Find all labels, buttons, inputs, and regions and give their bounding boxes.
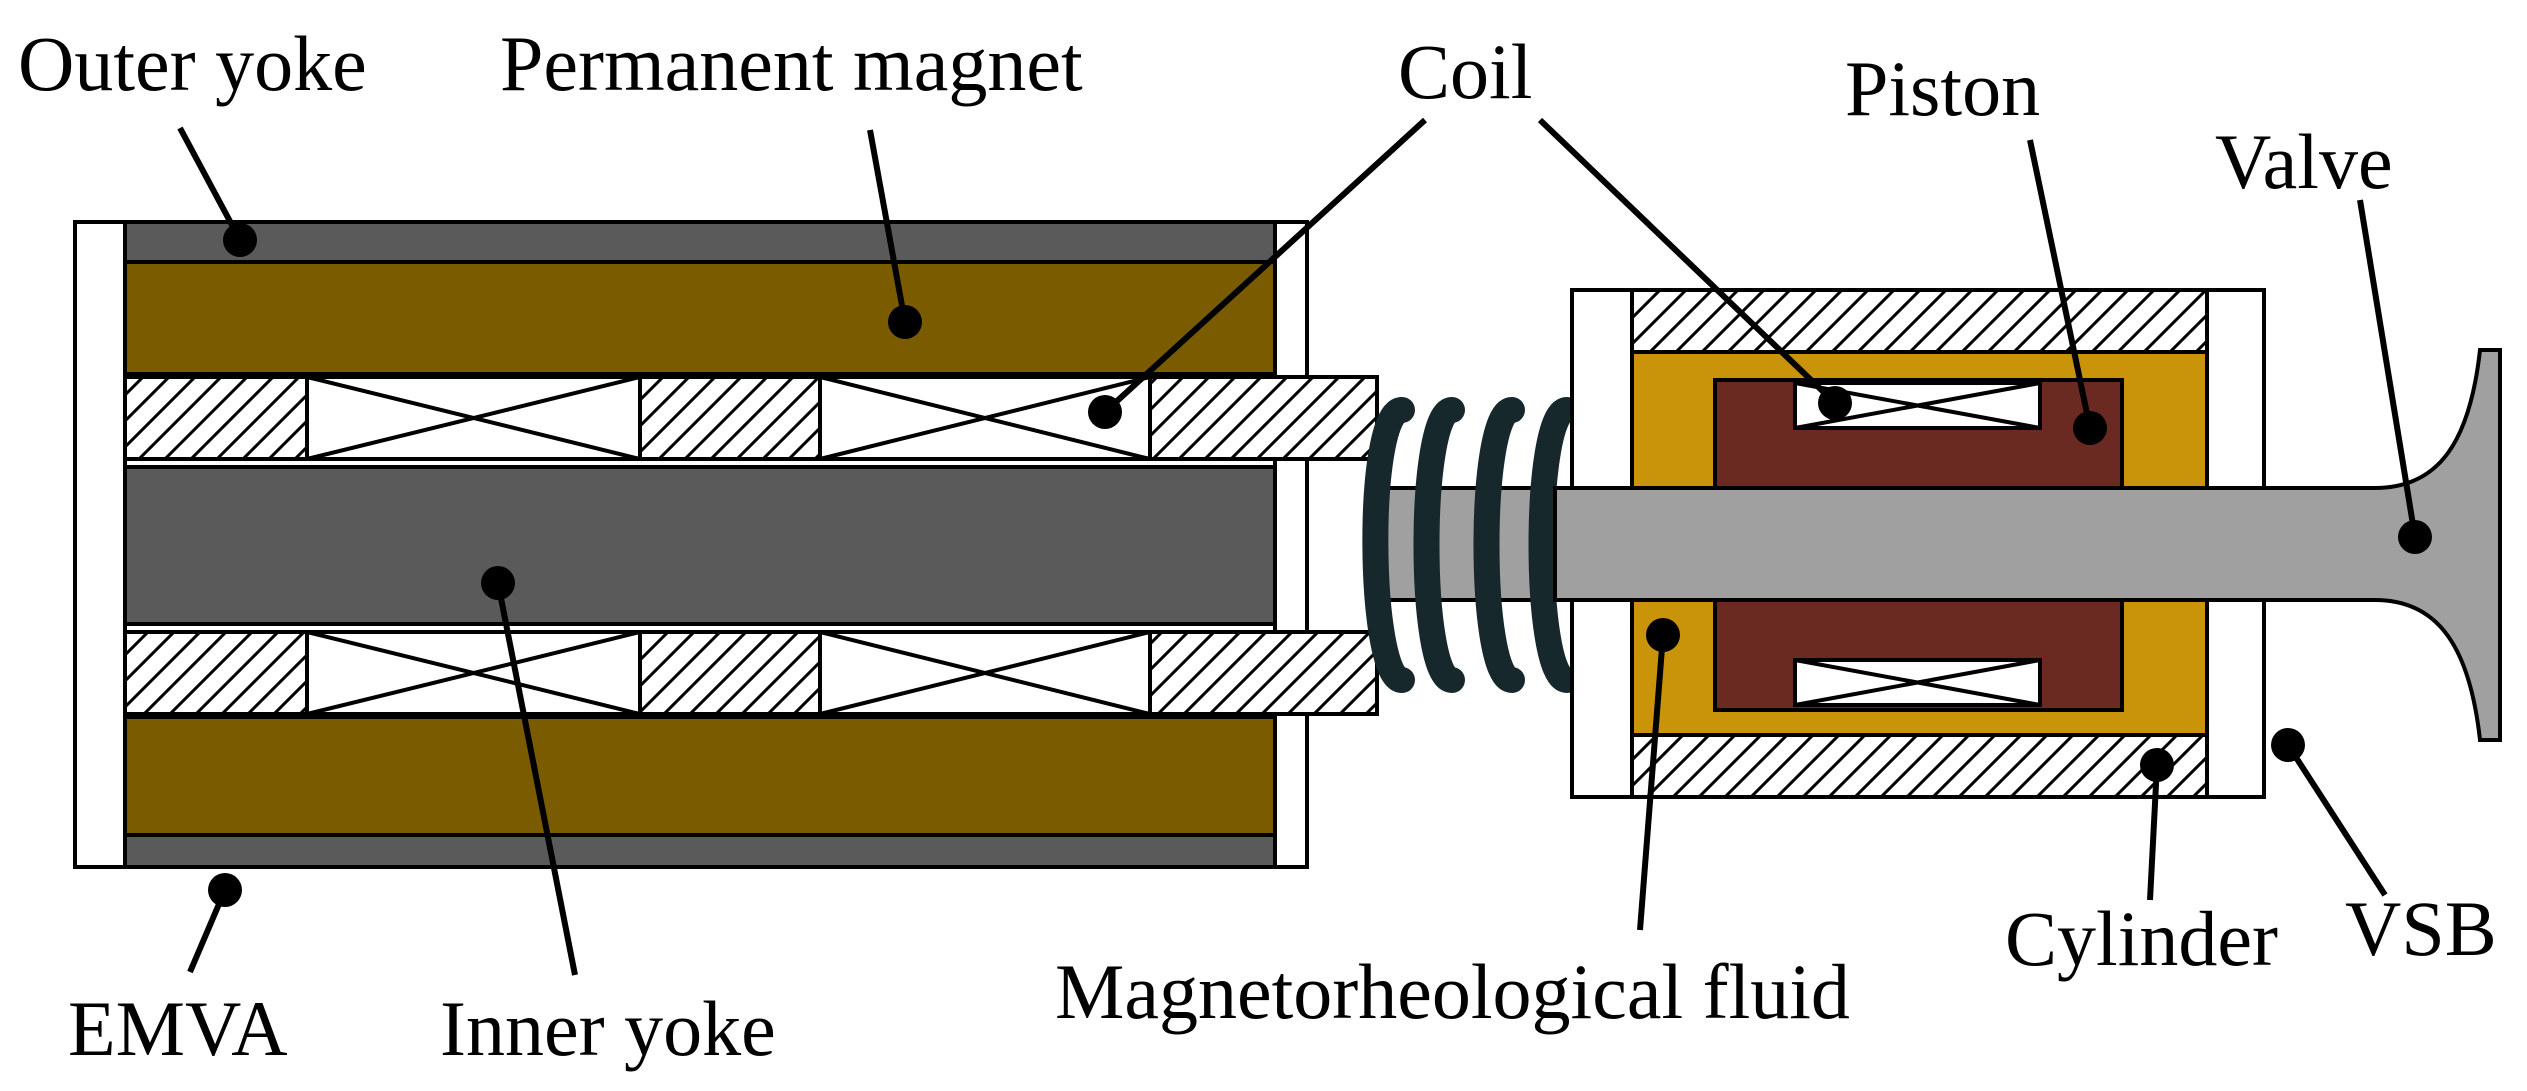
leader-dot-valve — [2398, 520, 2432, 554]
inner-yoke — [123, 465, 1277, 626]
coil-row-bottom — [123, 630, 1379, 716]
leader-dot-inner-yoke — [481, 566, 515, 600]
label-inner-yoke: Inner yoke — [440, 985, 776, 1072]
spring-coil — [1362, 397, 1415, 693]
label-valve: Valve — [2215, 118, 2393, 205]
coil-row-top — [123, 375, 1379, 461]
spring-coil — [1528, 397, 1580, 693]
emva-assembly — [73, 220, 1379, 869]
labels: Outer yoke Permanent magnet Coil Piston … — [18, 20, 2497, 1072]
coil-spacer — [123, 630, 309, 716]
coil-spacer — [1148, 630, 1379, 716]
label-vsb: VSB — [2345, 885, 2497, 972]
leader-dot-emva — [208, 873, 242, 907]
coil-spacer — [638, 375, 822, 461]
leader-dot-vsb — [2271, 728, 2305, 762]
cylinder-bottom — [1630, 733, 2209, 799]
permanent-magnet-top — [123, 260, 1277, 376]
label-permanent-magnet: Permanent magnet — [500, 20, 1083, 107]
leader-dot-permanent-magnet — [888, 305, 922, 339]
label-coil: Coil — [1398, 28, 1532, 115]
outer-yoke-bottom — [123, 833, 1277, 869]
leader-dot-coil-emva — [1088, 395, 1122, 429]
leader-dot-cylinder — [2140, 748, 2174, 782]
spring — [1362, 397, 1580, 693]
coil-spacer — [1148, 375, 1379, 461]
label-mr-fluid: Magnetorheological fluid — [1055, 948, 1850, 1035]
leader-dot-mr-fluid — [1646, 618, 1680, 652]
cylinder-top — [1630, 288, 2209, 354]
leader-lines — [177, 117, 2432, 976]
coil-spacer — [638, 630, 822, 716]
emva-left-end-cap — [73, 220, 127, 869]
spring-coil — [1473, 397, 1525, 693]
label-outer-yoke: Outer yoke — [18, 20, 367, 107]
label-piston: Piston — [1845, 45, 2040, 132]
permanent-magnet-bottom — [123, 715, 1277, 837]
spring-coil — [1413, 397, 1465, 693]
emva-right-end-cap — [1273, 220, 1309, 869]
outer-yoke-top — [123, 220, 1277, 264]
leader-dot-piston — [2073, 411, 2107, 445]
label-cylinder: Cylinder — [2005, 895, 2278, 982]
label-emva: EMVA — [68, 985, 288, 1072]
valve-stem-thin — [1375, 486, 1559, 602]
coil-spacer — [123, 375, 309, 461]
leader-dot-outer-yoke — [223, 223, 257, 257]
leader-dot-coil-vsb — [1818, 386, 1852, 420]
valve — [1553, 348, 2502, 742]
valve-stem-and-spring — [1362, 397, 1580, 693]
